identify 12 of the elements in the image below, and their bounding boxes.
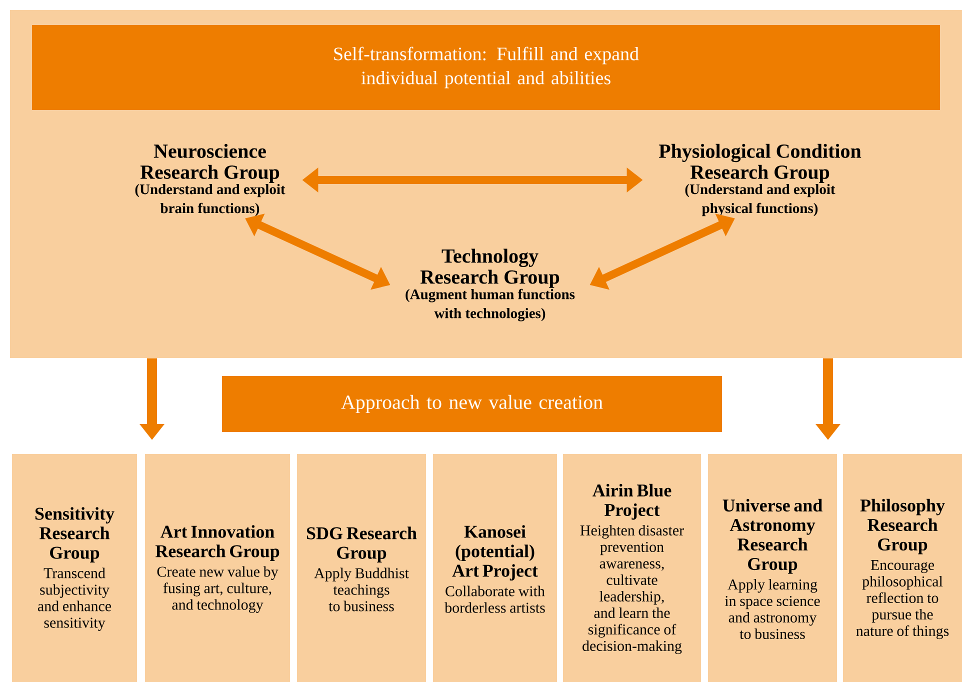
title-banner: Self-transformation: Fulfill and expand individual potential and abilities (32, 25, 940, 110)
project-card: Universe and Astronomy Research Group Apply learning in space science and astronomy to business (708, 454, 837, 682)
group-label: Neuroscience Research Group (Understand and exploit brain functions) (135, 144, 286, 216)
project-card: Sensitivity Research Group Transcend subjectivity and enhance sensitivity (12, 454, 137, 682)
project-card: Airin Blue Project Heighten disaster prevention awareness, cultivate leadership, and learn the significance of decision-making (563, 454, 701, 682)
project-card: Philosophy Research Group Encourage philosophical reflection to pursue the nature of things (843, 454, 962, 682)
title-banner: Approach to new value creation (222, 376, 722, 432)
project-card: SDG Research Group Apply Buddhist teachings to business (297, 454, 426, 682)
project-card: Art Innovation Research Group Create new value by fusing art, culture, and technology (145, 454, 290, 682)
group-label: Technology Research Group (Augment human functions with technologies) (406, 248, 575, 322)
group-label: Physiological Condition Research Group (Understand and exploit physical functions) (658, 144, 862, 216)
project-card: Kanosei (potential) Art Project Collaborate with borderless artists (433, 454, 557, 682)
